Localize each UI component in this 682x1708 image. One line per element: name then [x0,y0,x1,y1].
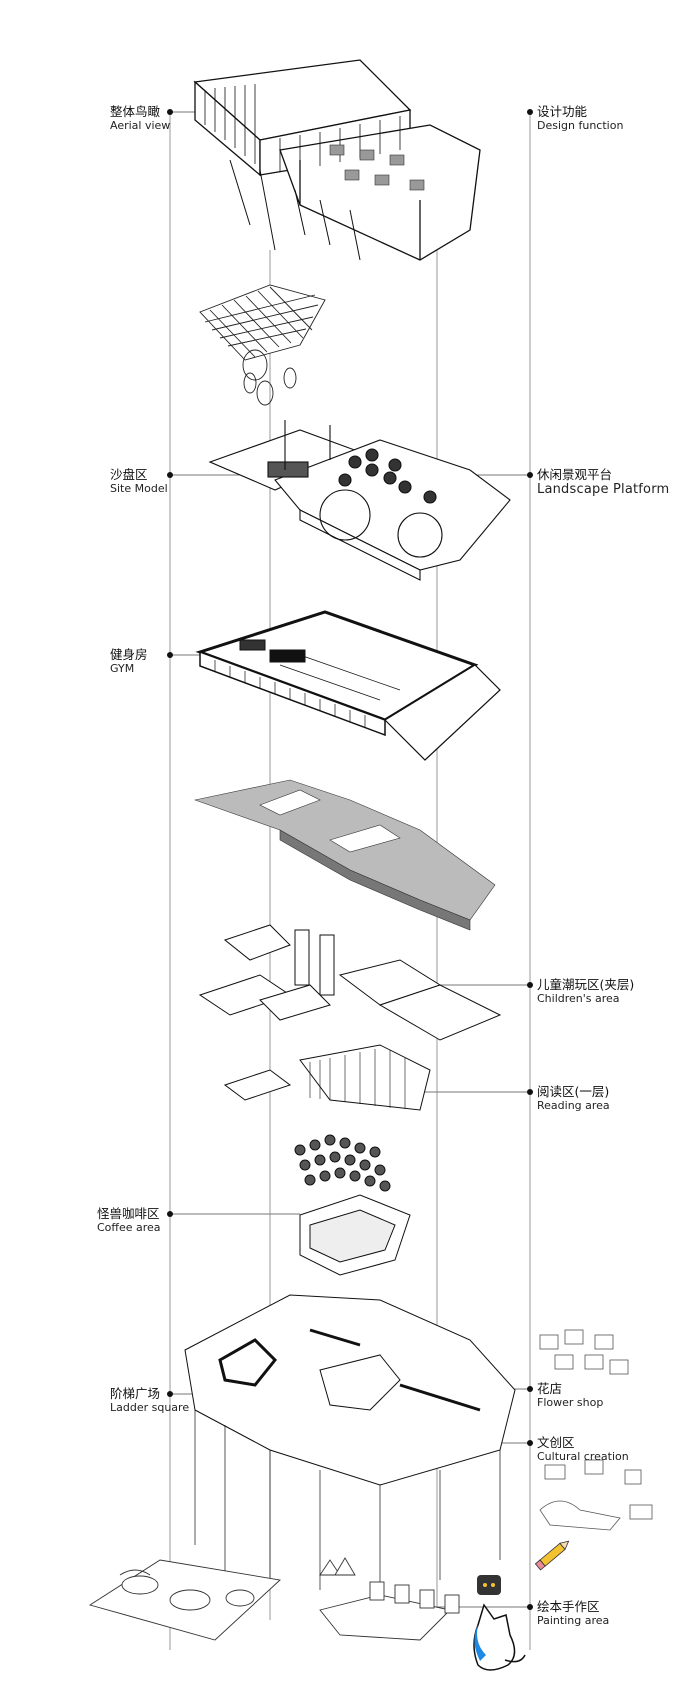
label-aerial: 整体鸟瞰 Aerial view [110,104,170,132]
layer-coffee-area [294,1134,411,1276]
label-painting-en: Painting area [537,1614,610,1627]
label-landscape: 休闲景观平台 Landscape Platform [537,467,669,498]
label-cultural-zh: 文创区 [537,1435,575,1450]
left-dots [167,109,173,1397]
label-ladder: 阶梯广场 Ladder square [110,1386,189,1414]
right-dots [527,109,533,1610]
cat-mascot-icon [473,1603,526,1671]
layer-ground-plaza [184,1294,516,1620]
header-en: Design function [537,119,624,132]
layer-aerial-building [193,59,481,261]
label-landscape-zh: 休闲景观平台 [537,467,613,482]
layer-gym [195,610,501,761]
label-cultural-en: Cultural creation [537,1450,629,1463]
pencil-icon [534,1540,570,1571]
label-aerial-zh: 整体鸟瞰 [110,104,161,119]
header-label: 设计功能 Design function [537,104,623,132]
label-aerial-en: Aerial view [110,119,171,132]
layer-grid-canopy [199,284,326,406]
layer-children-area [198,924,502,1041]
label-cultural: 文创区 Cultural creation [537,1435,629,1463]
label-children-en: Children's area [537,992,620,1005]
label-coffee: 怪兽咖啡区 Coffee area [97,1206,161,1234]
cultural-creation-sketch [539,1459,653,1531]
label-reading-en: Reading area [537,1099,610,1112]
label-ladder-zh: 阶梯广场 [110,1386,161,1401]
flower-shop-sketch [539,1329,629,1375]
label-gym: 健身房 GYM [110,647,148,675]
label-children-zh: 儿童潮玩区(夹层) [537,977,635,992]
lounge-sketch [88,1559,281,1641]
label-coffee-en: Coffee area [97,1221,161,1234]
label-flower-zh: 花店 [537,1381,563,1396]
label-gym-zh: 健身房 [110,647,148,662]
label-site-en: Site Model [110,482,168,495]
painting-area-sketch [319,1557,460,1641]
label-gym-en: GYM [110,662,135,675]
label-painting-zh: 绘本手作区 [537,1599,600,1614]
label-flower: 花店 Flower shop [537,1381,603,1409]
label-painting: 绘本手作区 Painting area [537,1599,609,1627]
label-flower-en: Flower shop [537,1396,604,1409]
label-coffee-zh: 怪兽咖啡区 [97,1206,160,1221]
label-reading-zh: 阅读区(一层) [537,1084,610,1099]
layer-site-landscape [208,420,511,581]
label-reading: 阅读区(一层) Reading area [537,1084,610,1112]
layer-reading-area [223,1044,431,1111]
header-zh: 设计功能 [537,104,588,119]
label-ladder-en: Ladder square [110,1401,190,1414]
layer-roof-shell [193,779,496,931]
chat-bubble-icon [477,1575,501,1595]
label-site-zh: 沙盘区 [110,467,148,482]
label-landscape-en: Landscape Platform [537,482,670,497]
label-site-model: 沙盘区 Site Model [110,467,168,495]
label-children: 儿童潮玩区(夹层) Children's area [537,977,634,1005]
